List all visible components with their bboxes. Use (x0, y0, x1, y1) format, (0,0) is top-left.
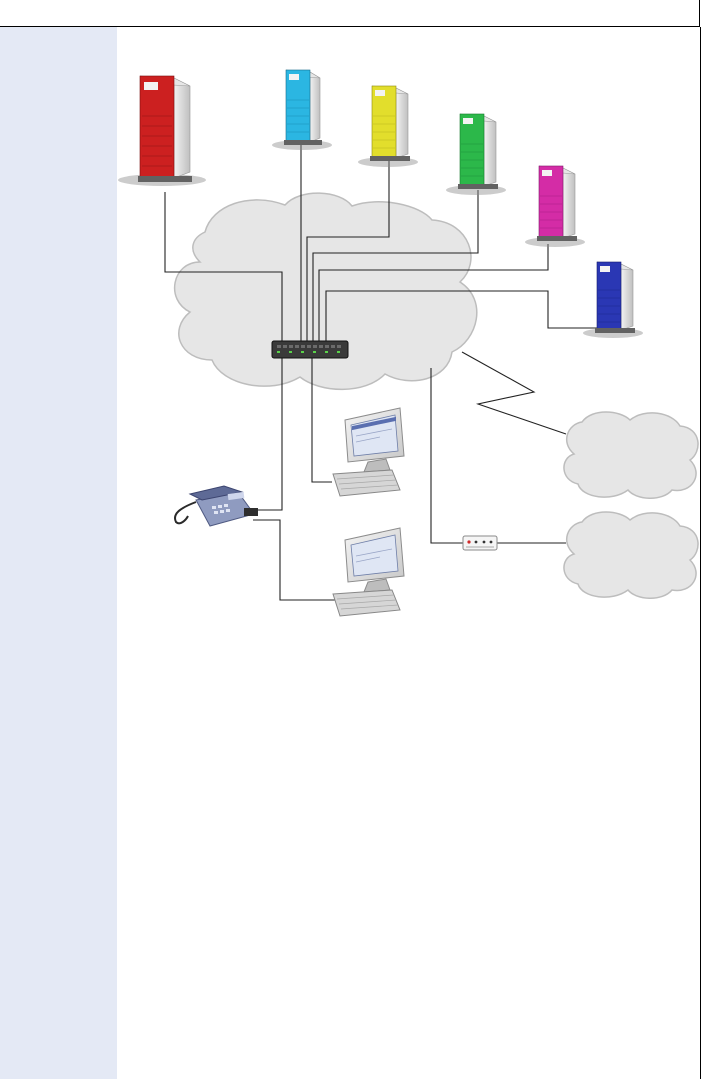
server-blue (583, 262, 643, 338)
server-cyan (272, 70, 332, 150)
server-red (118, 76, 206, 186)
remote-cloud-wireless (564, 412, 698, 498)
remote-cloud-wired (564, 512, 698, 598)
workstation-2 (333, 528, 404, 616)
desk-phone (175, 486, 258, 526)
link-workstation-2 (253, 520, 336, 600)
link-router-uplink (431, 368, 464, 543)
link-wireless (462, 352, 566, 434)
server-green (446, 114, 506, 195)
router-box (463, 536, 497, 550)
server-yellow (358, 86, 418, 167)
workstation-1 (333, 408, 404, 496)
network-switch (272, 341, 348, 358)
server-magenta (525, 166, 585, 247)
